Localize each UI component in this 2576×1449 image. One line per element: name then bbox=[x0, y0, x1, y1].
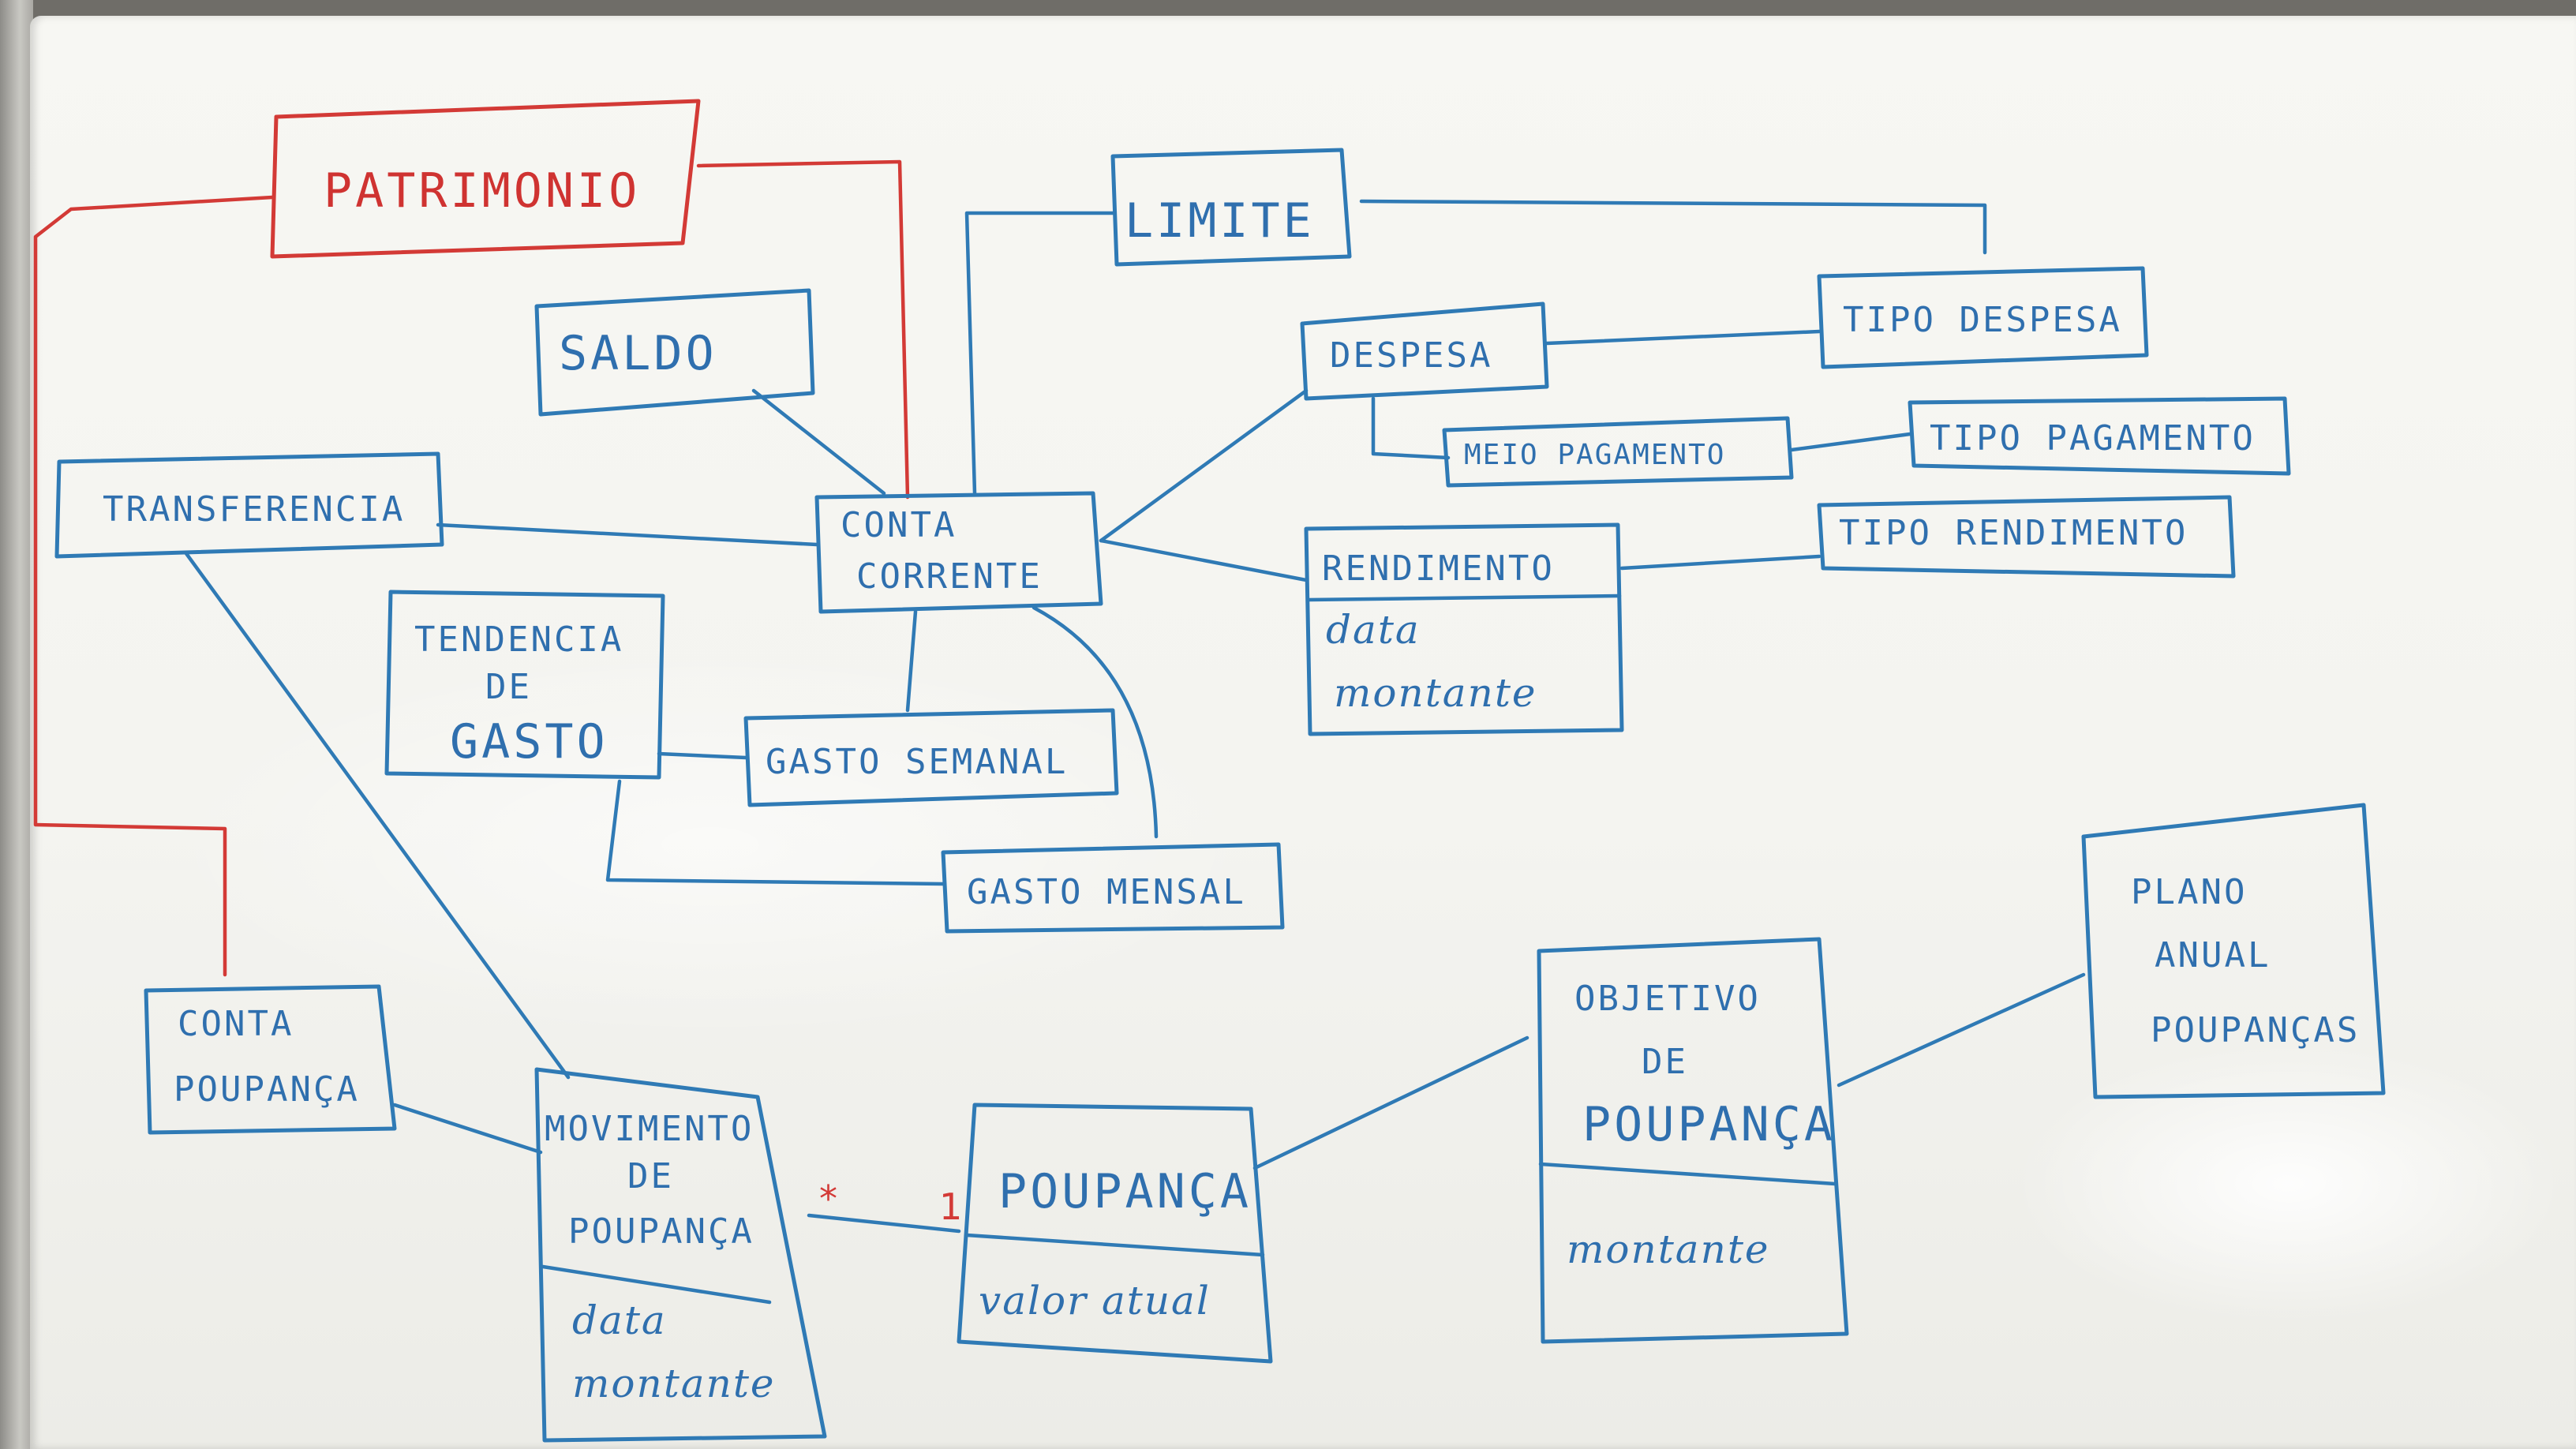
entity-poupanca: POUPANÇA valor atual bbox=[957, 1103, 1273, 1364]
objetivo-line3: POUPANÇA bbox=[1582, 1097, 1836, 1152]
entity-plano-anual-poupancas: PLANO ANUAL POUPANÇAS bbox=[2081, 803, 2386, 1099]
entity-conta-corrente: CONTA CORRENTE bbox=[814, 491, 1103, 614]
poupanca-attr-valor-atual: valor atual bbox=[979, 1278, 1211, 1324]
conta-poupanca-line2: POUPANÇA bbox=[174, 1069, 360, 1110]
meio-pagamento-label: MEIO PAGAMENTO bbox=[1464, 439, 1725, 471]
rendimento-label: RENDIMENTO bbox=[1322, 549, 1555, 589]
entity-patrimonio: PATRIMONIO bbox=[270, 99, 701, 259]
cardinality-one: 1 bbox=[939, 1185, 962, 1228]
plano-line2: ANUAL bbox=[2155, 935, 2271, 975]
entity-rendimento: RENDIMENTO data montante bbox=[1304, 522, 1624, 736]
entity-tipo-pagamento: TIPO PAGAMENTO bbox=[1908, 396, 2291, 476]
tendencia-line3: GASTO bbox=[450, 714, 608, 769]
despesa-label: DESPESA bbox=[1330, 335, 1492, 376]
objetivo-line2: DE bbox=[1642, 1042, 1688, 1082]
movimento-line1: MOVIMENTO bbox=[545, 1109, 754, 1149]
gasto-mensal-label: GASTO MENSAL bbox=[967, 872, 1246, 912]
entity-despesa: DESPESA bbox=[1300, 301, 1549, 401]
transferencia-label: TRANSFERENCIA bbox=[103, 489, 405, 530]
plano-line3: POUPANÇAS bbox=[2151, 1010, 2360, 1050]
poupanca-label: POUPANÇA bbox=[998, 1164, 1252, 1219]
gasto-semanal-label: GASTO SEMANAL bbox=[766, 742, 1068, 782]
entity-movimento-de-poupanca: MOVIMENTO DE POUPANÇA data montante bbox=[534, 1067, 827, 1443]
movimento-attr-data: data bbox=[572, 1297, 667, 1343]
objetivo-line1: OBJETIVO bbox=[1574, 979, 1761, 1019]
tendencia-line2: DE bbox=[485, 667, 532, 707]
entity-tipo-rendimento: TIPO RENDIMENTO bbox=[1817, 495, 2236, 578]
entity-conta-poupanca: CONTA POUPANÇA bbox=[144, 984, 397, 1135]
patrimonio-links bbox=[33, 159, 910, 977]
tipo-rendimento-label: TIPO RENDIMENTO bbox=[1839, 513, 2188, 553]
saldo-label: SALDO bbox=[559, 326, 717, 381]
relationship-links bbox=[183, 199, 2086, 1234]
plano-line1: PLANO bbox=[2131, 872, 2247, 912]
movimento-line2: DE bbox=[627, 1156, 674, 1196]
entity-tipo-despesa: TIPO DESPESA bbox=[1817, 266, 2149, 369]
movimento-line3: POUPANÇA bbox=[568, 1211, 754, 1252]
limite-label: LIMITE bbox=[1125, 193, 1315, 249]
entity-tendencia-de-gasto: TENDENCIA DE GASTO bbox=[384, 590, 665, 780]
tipo-despesa-label: TIPO DESPESA bbox=[1843, 300, 2122, 340]
conta-poupanca-line1: CONTA bbox=[178, 1004, 294, 1044]
entity-gasto-semanal: GASTO SEMANAL bbox=[743, 708, 1119, 807]
rendimento-attr-data: data bbox=[1326, 607, 1421, 653]
patrimonio-label: PATRIMONIO bbox=[324, 163, 640, 219]
entity-limite: LIMITE bbox=[1110, 148, 1352, 267]
conta-corrente-line1: CONTA bbox=[841, 505, 957, 545]
tendencia-line1: TENDENCIA bbox=[414, 620, 623, 660]
light-glare bbox=[2012, 1042, 2565, 1326]
rendimento-attr-montante: montante bbox=[1334, 670, 1537, 716]
entity-objetivo-de-poupanca: OBJETIVO DE POUPANÇA montante bbox=[1537, 937, 1849, 1344]
objetivo-attr-montante: montante bbox=[1567, 1226, 1770, 1272]
movimento-attr-montante: montante bbox=[572, 1361, 776, 1406]
entity-gasto-mensal: GASTO MENSAL bbox=[941, 842, 1285, 934]
board-frame bbox=[0, 0, 33, 1449]
tipo-pagamento-label: TIPO PAGAMENTO bbox=[1930, 418, 2256, 459]
entity-meio-pagamento: MEIO PAGAMENTO bbox=[1442, 416, 1794, 488]
cardinality-many: * bbox=[819, 1178, 837, 1220]
entity-transferencia: TRANSFERENCIA bbox=[54, 451, 444, 559]
entity-saldo: SALDO bbox=[534, 288, 815, 417]
conta-corrente-line2: CORRENTE bbox=[856, 556, 1043, 597]
